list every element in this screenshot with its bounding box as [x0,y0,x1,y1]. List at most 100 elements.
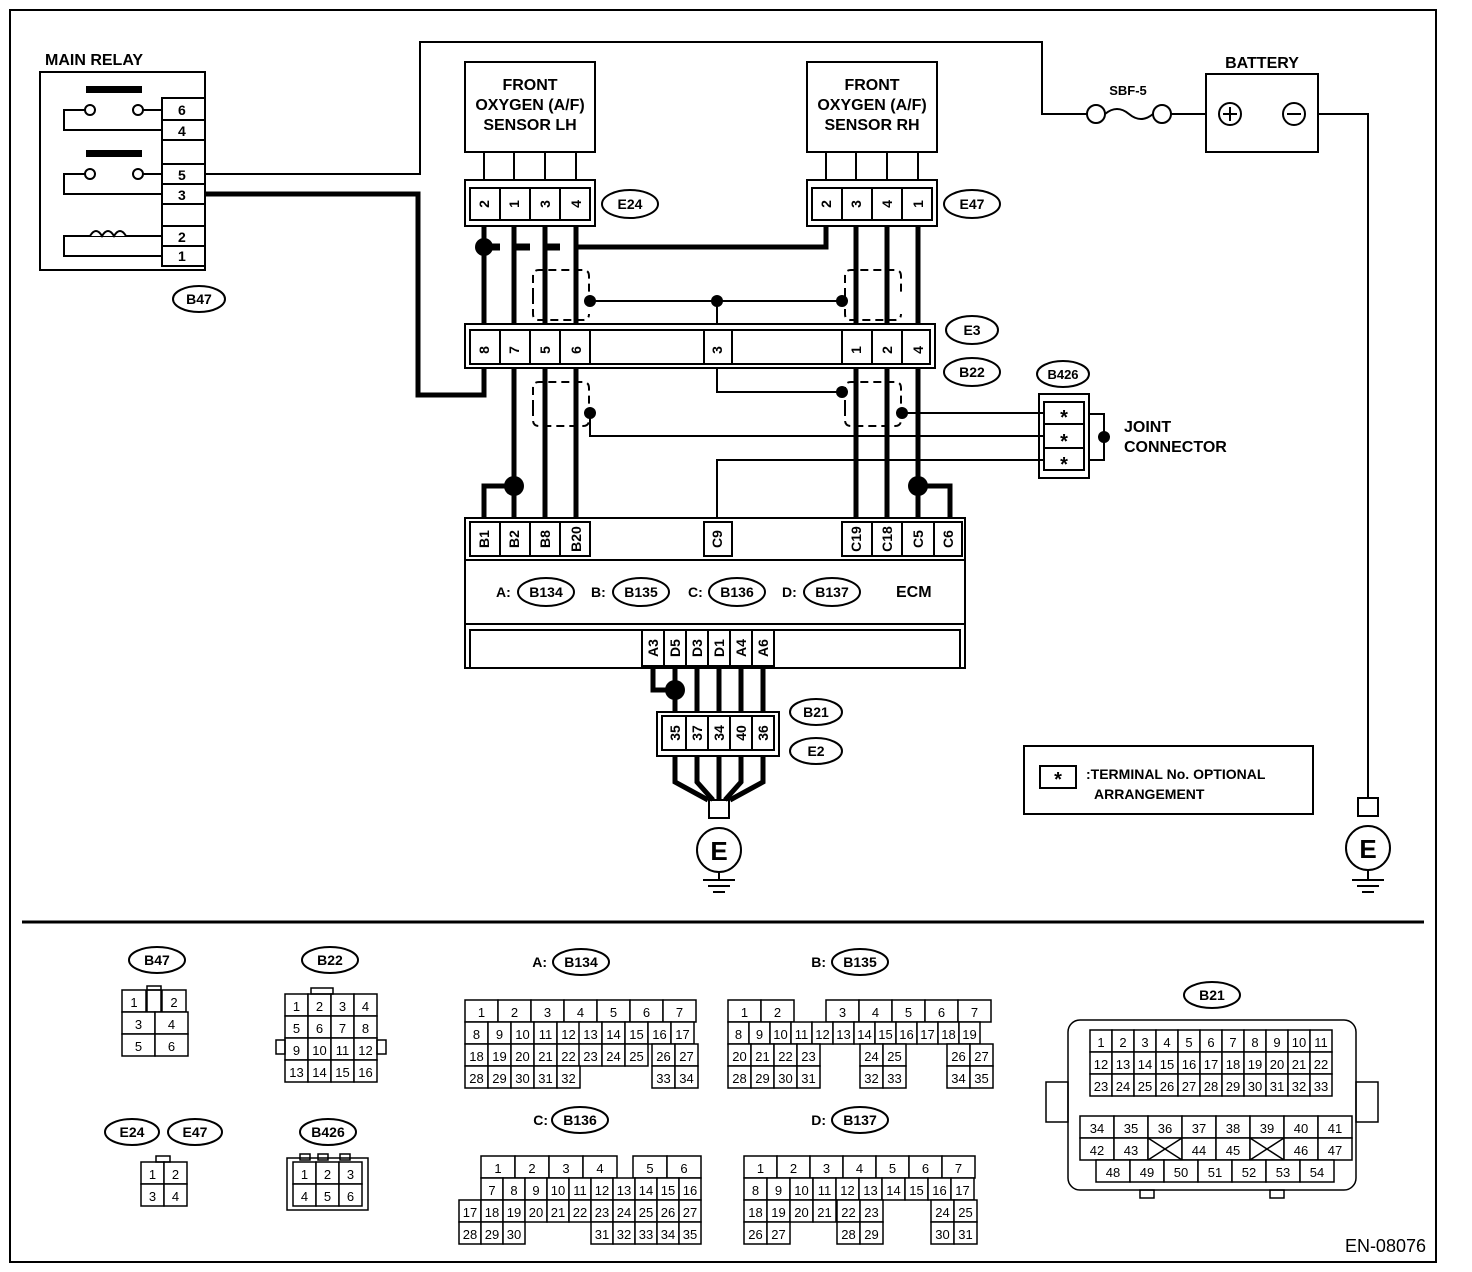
svg-text:1: 1 [130,995,137,1010]
svg-text:14: 14 [312,1065,326,1080]
svg-text:3: 3 [848,200,864,208]
svg-text:20: 20 [515,1049,529,1064]
svg-text:2: 2 [511,1005,518,1020]
main-relay: MAIN RELAY 6 4 5 3 2 1 B47 [39,52,226,313]
svg-text:2: 2 [316,999,323,1014]
svg-text:12: 12 [595,1183,609,1198]
svg-text:37: 37 [689,725,705,741]
svg-text:A3: A3 [645,639,661,657]
svg-text:45: 45 [1226,1143,1240,1158]
svg-text:10: 10 [551,1183,565,1198]
svg-text:14: 14 [606,1027,620,1042]
b21-badge: B21 [1183,981,1241,1009]
svg-text:B136: B136 [720,584,754,600]
svg-text:7: 7 [955,1161,962,1176]
svg-text:A6: A6 [755,639,771,657]
relay-pin-2: 2 [178,229,186,245]
svg-text::TERMINAL No. OPTIONAL: :TERMINAL No. OPTIONAL [1086,766,1266,782]
svg-text:17: 17 [1204,1057,1218,1072]
svg-text:4: 4 [910,346,926,354]
svg-text:9: 9 [756,1027,763,1042]
svg-text:23: 23 [595,1205,609,1220]
svg-text:8: 8 [476,346,492,354]
svg-text:A4: A4 [733,639,749,657]
svg-text:B1: B1 [476,530,492,548]
relay-pin-5: 5 [178,167,186,183]
svg-text:14: 14 [639,1183,653,1198]
svg-text:B47: B47 [144,952,170,968]
svg-text:FRONT: FRONT [502,77,557,94]
svg-text:31: 31 [801,1071,815,1086]
svg-text:6: 6 [347,1189,354,1204]
svg-text:28: 28 [469,1071,483,1086]
svg-text:9: 9 [532,1183,539,1198]
svg-text:19: 19 [507,1205,521,1220]
svg-text:28: 28 [841,1227,855,1242]
relay-pin-4: 4 [178,123,186,139]
svg-text:10: 10 [773,1027,787,1042]
svg-text:33: 33 [639,1227,653,1242]
svg-text:36: 36 [1158,1121,1172,1136]
svg-text:28: 28 [732,1071,746,1086]
svg-text:29: 29 [485,1227,499,1242]
svg-text:2: 2 [170,995,177,1010]
svg-text:20: 20 [529,1205,543,1220]
svg-text:8: 8 [735,1027,742,1042]
svg-text:6: 6 [922,1161,929,1176]
svg-text:25: 25 [1138,1079,1152,1094]
svg-text:35: 35 [1124,1121,1138,1136]
svg-text:51: 51 [1208,1165,1222,1180]
svg-text:4: 4 [596,1161,603,1176]
svg-text:E: E [1359,834,1376,864]
svg-text:34: 34 [661,1227,675,1242]
svg-text:*: * [1054,769,1062,791]
b134-badge: B134 [552,948,610,976]
svg-text:4: 4 [362,999,369,1014]
svg-text:18: 18 [748,1205,762,1220]
svg-text:3: 3 [1141,1035,1148,1050]
battery-ground: E [1345,797,1391,893]
svg-text:25: 25 [629,1049,643,1064]
svg-text:49: 49 [1140,1165,1154,1180]
svg-text:2: 2 [879,346,895,354]
svg-text:10: 10 [1292,1035,1306,1050]
svg-text:16: 16 [683,1183,697,1198]
svg-text:15: 15 [1160,1057,1174,1072]
svg-text:40: 40 [1294,1121,1308,1136]
svg-text:B22: B22 [959,364,985,380]
svg-text:22: 22 [561,1049,575,1064]
svg-text:27: 27 [974,1049,988,1064]
svg-text:19: 19 [1248,1057,1262,1072]
svg-text:9: 9 [775,1183,782,1198]
svg-text:ARRANGEMENT: ARRANGEMENT [1094,786,1205,802]
fuse-sbf5: SBF-5 [1086,83,1206,124]
svg-text:B21: B21 [803,704,829,720]
svg-text:12: 12 [815,1027,829,1042]
svg-text:B21: B21 [1199,987,1225,1003]
svg-text:24: 24 [606,1049,620,1064]
svg-text:22: 22 [573,1205,587,1220]
svg-text:33: 33 [887,1071,901,1086]
svg-text:2: 2 [1119,1035,1126,1050]
svg-text:16: 16 [932,1183,946,1198]
svg-text:3: 3 [562,1161,569,1176]
relay-code-badge: B47 [172,285,226,313]
svg-text:2: 2 [528,1161,535,1176]
svg-text:15: 15 [661,1183,675,1198]
svg-text:8: 8 [510,1183,517,1198]
svg-text:30: 30 [507,1227,521,1242]
svg-text:34: 34 [1090,1121,1104,1136]
svg-text:22: 22 [1314,1057,1328,1072]
svg-text:10: 10 [515,1027,529,1042]
svg-text:21: 21 [551,1205,565,1220]
svg-text:7: 7 [506,346,522,354]
svg-text:1: 1 [149,1167,156,1182]
svg-text:B47: B47 [186,291,212,307]
svg-text:26: 26 [951,1049,965,1064]
svg-text:8: 8 [473,1027,480,1042]
svg-text:6: 6 [938,1005,945,1020]
svg-text:26: 26 [748,1227,762,1242]
